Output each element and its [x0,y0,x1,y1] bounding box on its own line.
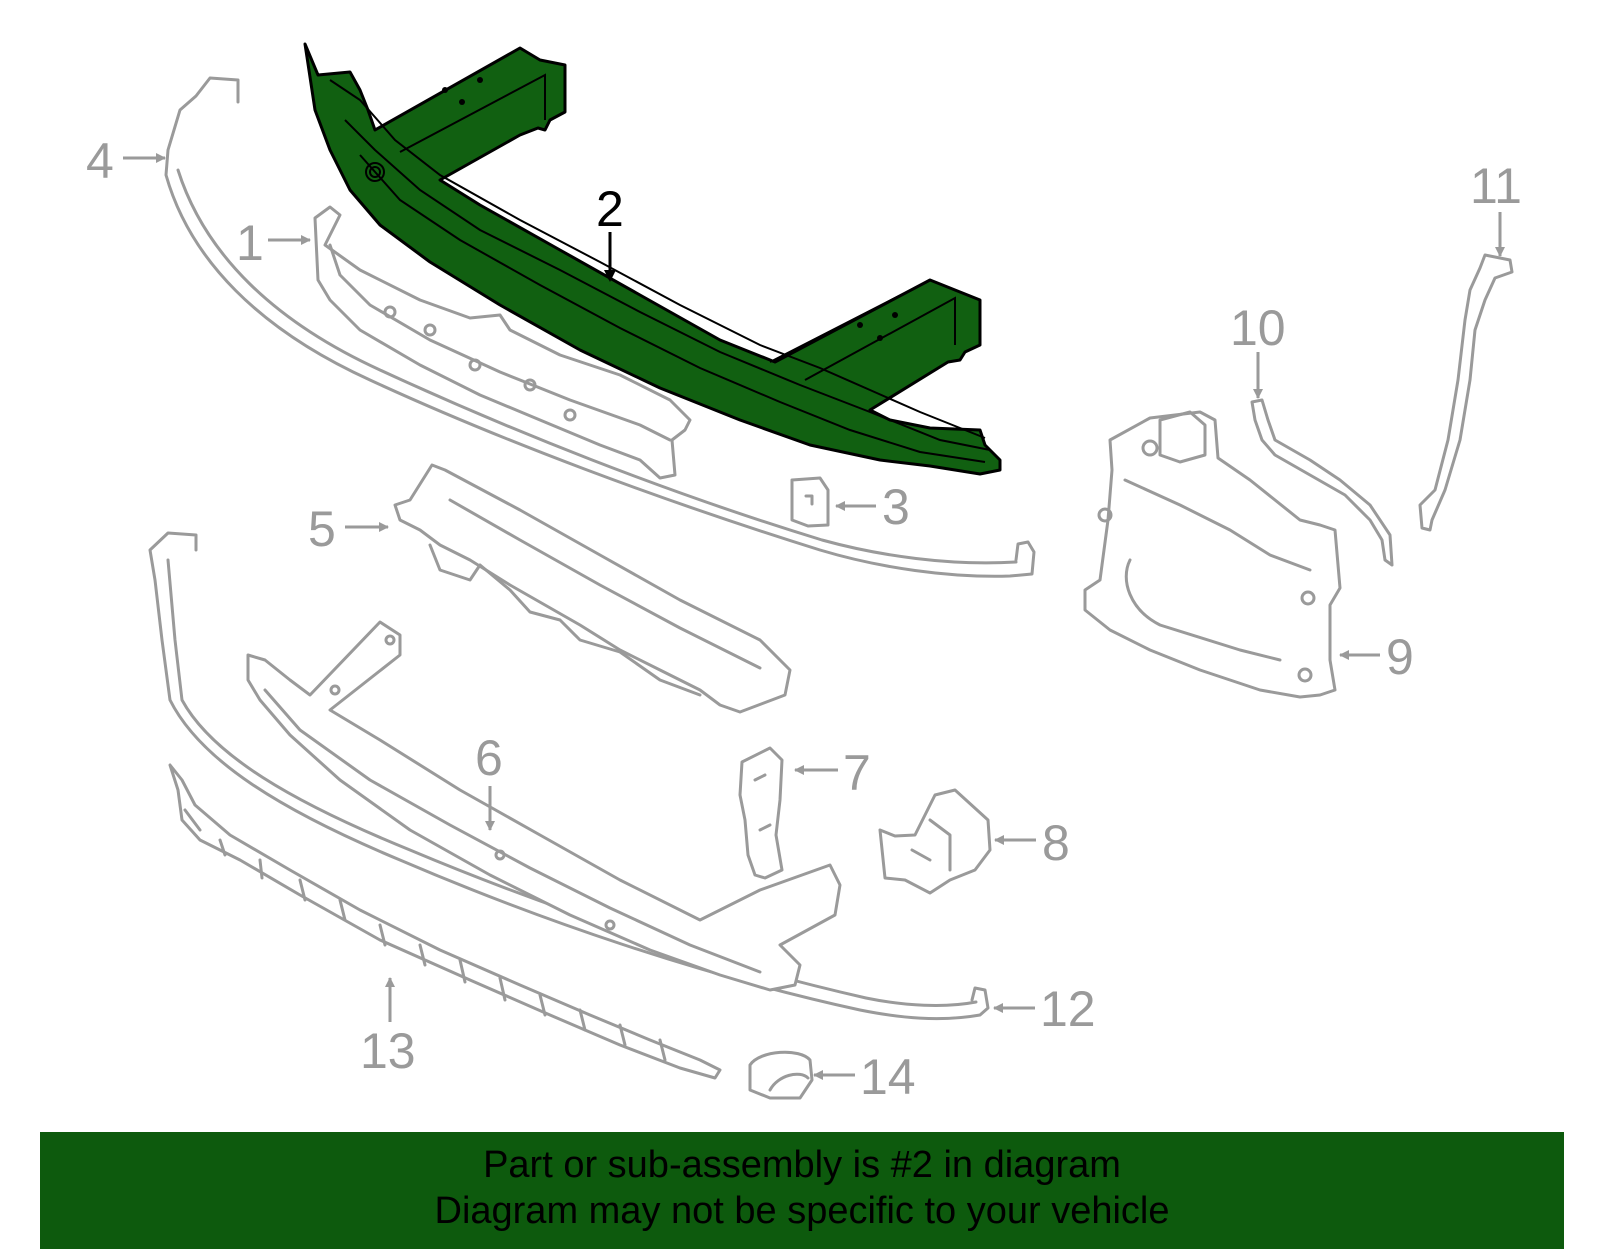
part-10-seal[interactable] [1250,398,1394,567]
info-banner: Part or sub-assembly is #2 in diagram Di… [40,1132,1564,1249]
callout-14: 14 [860,1049,916,1105]
callout-3: 3 [882,479,910,535]
part-8-bracket[interactable] [878,788,992,895]
part-14-lamp-cover[interactable] [748,1050,814,1100]
part-1-absorber[interactable] [313,205,692,480]
callout-2: 2 [596,181,624,237]
callout-6: 6 [475,730,503,786]
callout-13: 13 [360,1023,416,1079]
part-9-side-housing[interactable] [1083,410,1342,699]
callout-9: 9 [1386,629,1414,685]
callout-4: 4 [86,133,114,189]
callout-11: 11 [1470,158,1522,214]
callout-5: 5 [308,501,336,557]
callout-1: 1 [236,215,264,271]
part-7-bracket[interactable] [738,746,784,880]
part-4-upper-strip[interactable] [164,76,1036,578]
part-5-deflector[interactable] [393,463,792,714]
callout-10: 10 [1230,300,1286,356]
part-2-reinforcement-beam[interactable] [303,42,1002,476]
part-13-lower-absorber[interactable] [168,763,722,1080]
callout-12: 12 [1040,981,1096,1037]
part-3-clip[interactable] [790,476,830,528]
banner-line-1: Part or sub-assembly is #2 in diagram [483,1144,1121,1186]
banner-line-2: Diagram may not be specific to your vehi… [434,1190,1170,1232]
callout-7: 7 [843,745,871,801]
callout-8: 8 [1042,815,1070,871]
part-11-mounting-strip[interactable] [1418,253,1514,532]
part-6-lower-reinforcement[interactable] [246,620,842,992]
